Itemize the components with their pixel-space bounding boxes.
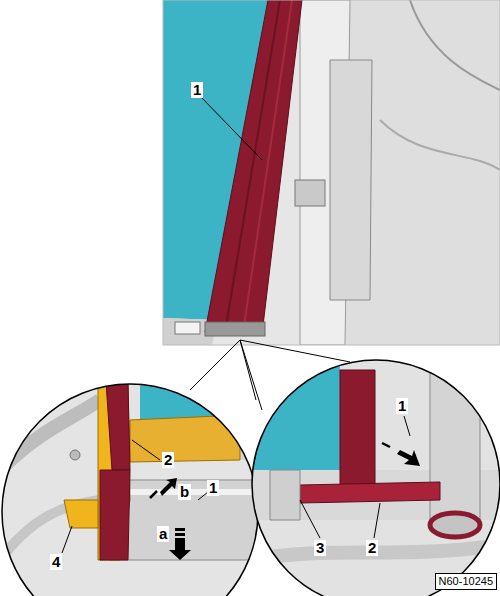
direction-letter: a (157, 526, 169, 542)
callout-number: 3 (314, 540, 326, 556)
callout-number: 2 (162, 452, 174, 468)
callout-number: 4 (50, 554, 62, 570)
callout-number: 1 (191, 82, 203, 98)
direction-letter: b (178, 484, 191, 500)
callout-number: 2 (366, 540, 378, 556)
callout-number: 1 (396, 398, 408, 414)
callout-number: 1 (207, 480, 219, 496)
figure-code: N60-10245 (435, 573, 497, 590)
